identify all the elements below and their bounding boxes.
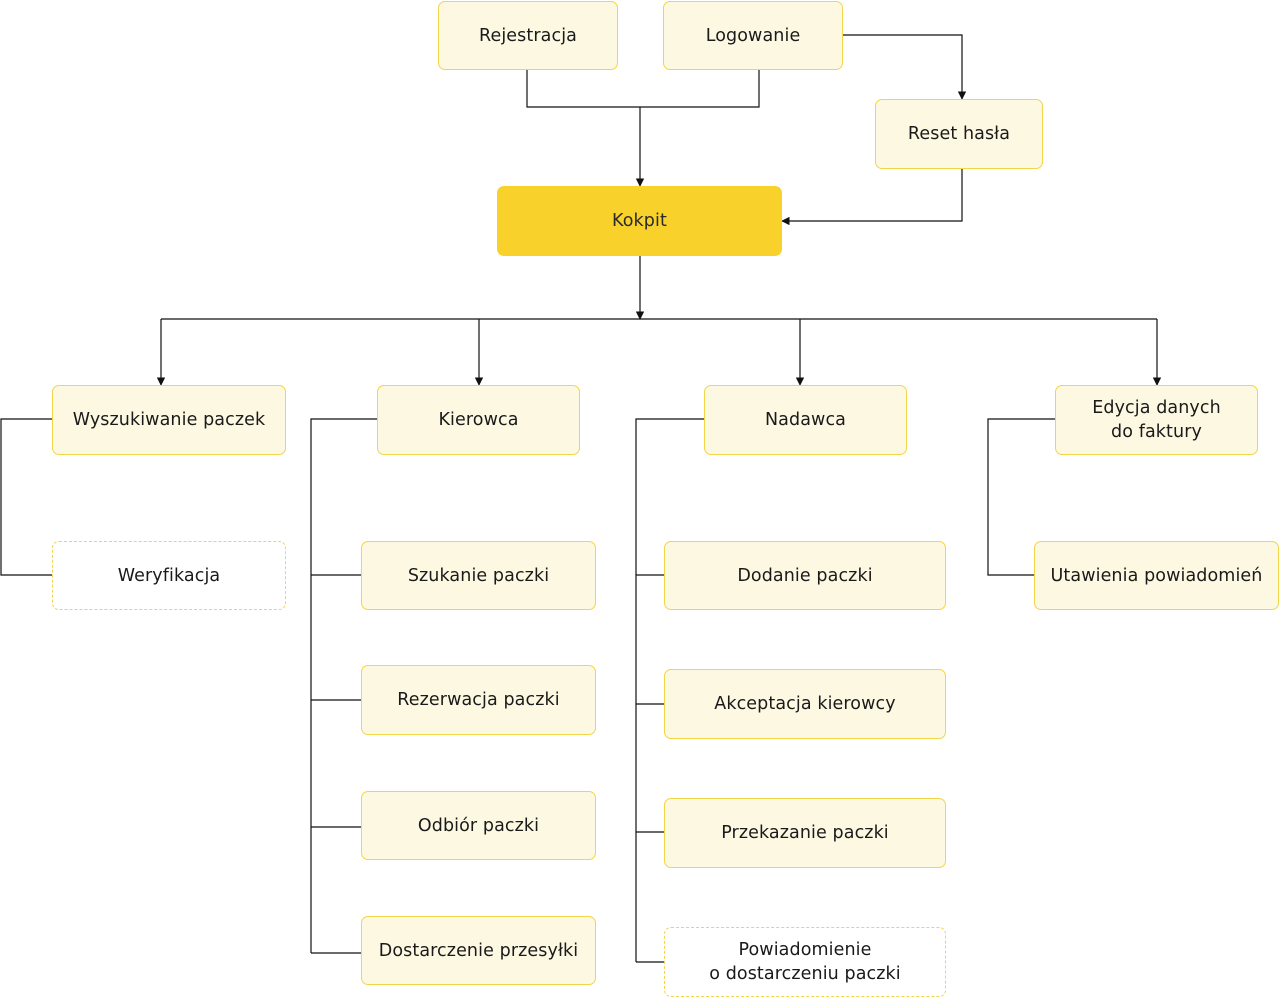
node-label: Akceptacja kierowcy <box>714 694 896 714</box>
node-powiadomienie[interactable]: Powiadomienie o dostarczeniu paczki <box>664 927 946 997</box>
node-reset-hasla[interactable]: Reset hasła <box>875 99 1043 169</box>
node-label: Nadawca <box>764 410 846 430</box>
edge-wyszukiwanie-weryfikacja <box>0 418 52 576</box>
edge-logowanie-reset <box>843 34 967 100</box>
node-label-line1: Edycja danych <box>1092 398 1221 418</box>
node-ustawienia-powiadomien[interactable]: Utawienia powiadomień <box>1034 541 1279 610</box>
edge-rejestracja-kokpit <box>526 70 640 108</box>
node-weryfikacja[interactable]: Weryfikacja <box>52 541 286 610</box>
node-label: Odbiór paczki <box>417 815 540 836</box>
node-label-line2: o dostarczeniu paczki <box>709 964 901 984</box>
node-dostarczenie-przesylki[interactable]: Dostarczenie przesyłki <box>361 916 596 985</box>
node-rezerwacja-paczki[interactable]: Rezerwacja paczki <box>361 665 596 735</box>
node-label-wrap: Edycja danych do faktury <box>1092 396 1221 444</box>
edge-nadawca-spine <box>635 418 704 962</box>
node-label: Utawienia powiadomień <box>1050 565 1263 586</box>
node-label: Wyszukiwanie paczek <box>72 410 266 430</box>
node-label: Kierowca <box>438 410 519 430</box>
node-nadawca[interactable]: Nadawca <box>704 385 907 455</box>
node-kierowca[interactable]: Kierowca <box>377 385 580 455</box>
node-label: Rejestracja <box>479 25 577 46</box>
edge-kierowca-spine <box>310 418 377 953</box>
node-wyszukiwanie-paczek[interactable]: Wyszukiwanie paczek <box>52 385 286 455</box>
node-label-line1: Powiadomienie <box>738 940 872 960</box>
node-przekazanie-paczki[interactable]: Przekazanie paczki <box>664 798 946 868</box>
node-label-line2: do faktury <box>1111 422 1202 442</box>
node-label: Reset hasła <box>907 124 1011 144</box>
node-rejestracja[interactable]: Rejestracja <box>438 1 618 70</box>
edge-logowanie-kokpit <box>640 70 760 108</box>
edge-edycja-ustawienia <box>987 418 1055 576</box>
node-label: Rezerwacja paczki <box>397 690 560 710</box>
node-edycja-danych[interactable]: Edycja danych do faktury <box>1055 385 1258 455</box>
node-label: Logowanie <box>705 25 801 46</box>
node-label-wrap: Powiadomienie o dostarczeniu paczki <box>709 938 901 986</box>
node-kokpit[interactable]: Kokpit <box>497 186 782 256</box>
node-label: Weryfikacja <box>117 565 221 586</box>
node-logowanie[interactable]: Logowanie <box>663 1 843 70</box>
node-dodanie-paczki[interactable]: Dodanie paczki <box>664 541 946 610</box>
node-szukanie-paczki[interactable]: Szukanie paczki <box>361 541 596 610</box>
node-odbior-paczki[interactable]: Odbiór paczki <box>361 791 596 860</box>
edge-reset-kokpit <box>781 169 963 226</box>
node-label: Dostarczenie przesyłki <box>378 940 579 961</box>
node-label: Szukanie paczki <box>407 565 550 586</box>
node-label: Dodanie paczki <box>737 565 873 586</box>
node-label: Przekazanie paczki <box>721 823 889 843</box>
node-akceptacja-kierowcy[interactable]: Akceptacja kierowcy <box>664 669 946 739</box>
node-label: Kokpit <box>612 211 667 231</box>
